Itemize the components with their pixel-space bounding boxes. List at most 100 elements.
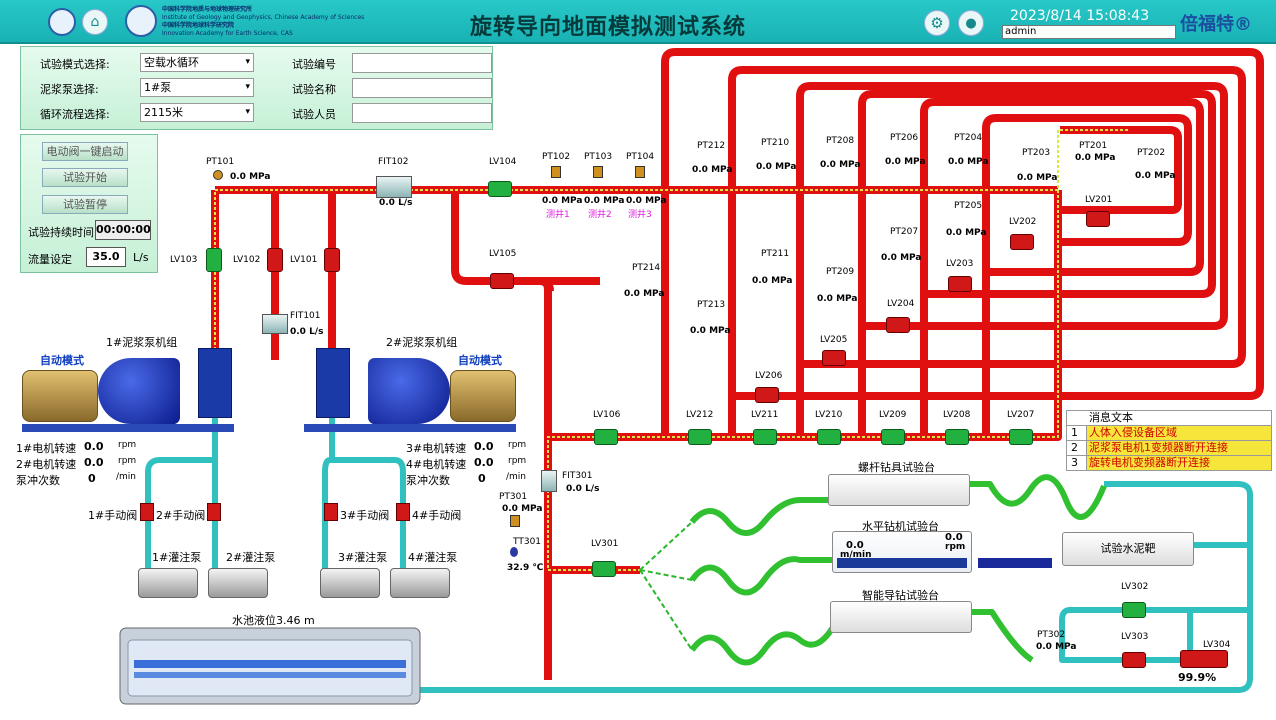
fit301-value: 0.0 L/s bbox=[566, 484, 600, 494]
manual-valve-2[interactable] bbox=[207, 503, 221, 521]
smart-station[interactable] bbox=[830, 601, 972, 633]
test-name-input[interactable] bbox=[352, 78, 492, 98]
header-bar: ⌂ 中国科学院地质与地球物理研究所 Institute of Geology a… bbox=[0, 0, 1276, 44]
valve-lv201[interactable] bbox=[1086, 211, 1110, 227]
screw-station[interactable] bbox=[828, 474, 970, 506]
lv207-label: LV207 bbox=[1007, 410, 1035, 420]
horizontal-right-value: 0.0 bbox=[945, 532, 963, 543]
horizontal-left-unit: m/min bbox=[840, 550, 872, 560]
valve-lv205[interactable] bbox=[822, 350, 846, 366]
pt103-value: 0.0 MPa bbox=[584, 196, 625, 206]
cement-target-station[interactable]: 试验水泥靶 bbox=[1062, 532, 1194, 566]
valve-lv102[interactable] bbox=[267, 248, 283, 272]
valve-lv106[interactable] bbox=[594, 429, 618, 445]
pt206-label: PT206 bbox=[890, 133, 919, 143]
valve-lv211[interactable] bbox=[753, 429, 777, 445]
pt102-value: 0.0 MPa bbox=[542, 196, 583, 206]
home-button[interactable]: ⌂ bbox=[82, 9, 108, 35]
valve-lv207[interactable] bbox=[1009, 429, 1033, 445]
pt211-label: PT211 bbox=[761, 249, 790, 259]
valve-lv302[interactable] bbox=[1122, 602, 1146, 618]
test-pause-button[interactable]: 试验暂停 bbox=[42, 195, 128, 214]
pt302-value: 0.0 MPa bbox=[1036, 642, 1077, 652]
flow-select[interactable]: 2115米▾ bbox=[140, 103, 254, 122]
valve-lv202[interactable] bbox=[1010, 234, 1034, 250]
pump-motor-icon bbox=[98, 358, 180, 424]
valve-lv103[interactable] bbox=[206, 248, 222, 272]
valve-lv301[interactable] bbox=[592, 561, 616, 577]
lv101-label: LV101 bbox=[290, 255, 318, 265]
pt207-value: 0.0 MPa bbox=[881, 253, 922, 263]
valve-lv210[interactable] bbox=[817, 429, 841, 445]
user-button[interactable]: ● bbox=[958, 10, 984, 36]
duration-label: 试验持续时间 bbox=[28, 226, 94, 239]
fit301-meter-icon bbox=[541, 470, 557, 492]
pt301-gauge-icon bbox=[510, 515, 520, 527]
manual-valve-4[interactable] bbox=[396, 503, 410, 521]
duration-value: 00:00:00 bbox=[95, 220, 151, 240]
pt208-value: 0.0 MPa bbox=[820, 160, 861, 170]
feed-pump-4-label: 4#灌注泵 bbox=[408, 551, 458, 564]
valve-start-button[interactable]: 电动阀一键启动 bbox=[42, 142, 128, 161]
horizontal-station-label: 水平钻机试验台 bbox=[862, 520, 939, 533]
pt301-label: PT301 bbox=[499, 492, 528, 502]
lv212-label: LV212 bbox=[686, 410, 714, 420]
mode-value: 空载水循环 bbox=[144, 56, 199, 69]
mode-select[interactable]: 空载水循环▾ bbox=[140, 53, 254, 72]
horizontal-left-value: 0.0 bbox=[846, 540, 864, 551]
mud-pump-2[interactable] bbox=[304, 348, 516, 438]
feed-pump-4[interactable] bbox=[390, 568, 450, 598]
feed-pump-2[interactable] bbox=[208, 568, 268, 598]
manual-valve-1-label: 1#手动阀 bbox=[88, 509, 138, 522]
lv205-label: LV205 bbox=[820, 335, 848, 345]
feed-pump-1[interactable] bbox=[138, 568, 198, 598]
valve-lv105[interactable] bbox=[490, 273, 514, 289]
horizontal-station[interactable] bbox=[832, 531, 972, 573]
valve-lv101[interactable] bbox=[324, 248, 340, 272]
valve-lv206[interactable] bbox=[755, 387, 779, 403]
lv303-label: LV303 bbox=[1121, 632, 1149, 642]
settings-button[interactable]: ⚙ bbox=[924, 10, 950, 36]
tester-input[interactable] bbox=[352, 103, 492, 123]
valve-lv208[interactable] bbox=[945, 429, 969, 445]
user-field[interactable]: admin bbox=[1002, 25, 1176, 39]
valve-lv212[interactable] bbox=[688, 429, 712, 445]
flow-set-input[interactable]: 35.0 bbox=[86, 247, 126, 267]
valve-lv203[interactable] bbox=[948, 276, 972, 292]
pt302-label: PT302 bbox=[1037, 630, 1066, 640]
feed-pump-3[interactable] bbox=[320, 568, 380, 598]
pump-select[interactable]: 1#泵▾ bbox=[140, 78, 254, 97]
valve-lv104[interactable] bbox=[488, 181, 512, 197]
valve-lv209[interactable] bbox=[881, 429, 905, 445]
manual-valve-1[interactable] bbox=[140, 503, 154, 521]
message-index: 2 bbox=[1067, 441, 1087, 455]
feed-pump-1-label: 1#灌注泵 bbox=[152, 551, 202, 564]
manual-valve-2-label: 2#手动阀 bbox=[156, 509, 206, 522]
lv106-label: LV106 bbox=[593, 410, 621, 420]
pt212-label: PT212 bbox=[697, 141, 726, 151]
pump-group-2-label: 2#泥浆泵机组 bbox=[386, 336, 458, 349]
test-no-input[interactable] bbox=[352, 53, 492, 73]
valve-lv204[interactable] bbox=[886, 317, 910, 333]
valve-lv303[interactable] bbox=[1122, 652, 1146, 668]
lv209-label: LV209 bbox=[879, 410, 907, 420]
mud-pump-1[interactable] bbox=[22, 348, 234, 438]
motor3-label: 3#电机转速 bbox=[406, 442, 467, 455]
pump-frame bbox=[316, 348, 350, 418]
valve-lv304[interactable] bbox=[1180, 650, 1228, 668]
smart-station-label: 智能导钻试验台 bbox=[862, 589, 939, 602]
test-start-button[interactable]: 试验开始 bbox=[42, 168, 128, 187]
pt101-label: PT101 bbox=[206, 157, 235, 167]
pt211-value: 0.0 MPa bbox=[752, 276, 793, 286]
motor2-value: 0.0 bbox=[84, 456, 104, 469]
pump-label: 泥浆泵选择: bbox=[40, 83, 99, 96]
manual-valve-3[interactable] bbox=[324, 503, 338, 521]
pt104-label: PT104 bbox=[626, 152, 655, 162]
message-header: 消息文本 bbox=[1066, 410, 1272, 426]
stroke2-value: 0 bbox=[478, 472, 486, 485]
